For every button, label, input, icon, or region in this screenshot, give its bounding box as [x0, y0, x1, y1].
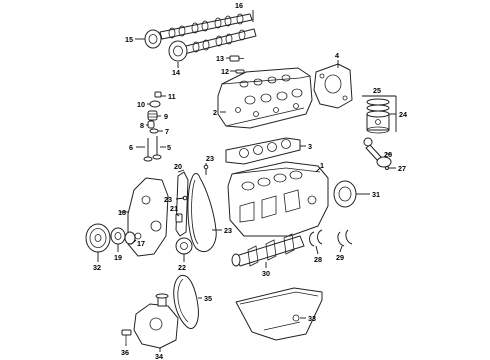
callout-25: 25 — [373, 86, 381, 95]
bolt-36[interactable] — [121, 329, 132, 344]
camshaft-adjuster-15[interactable] — [144, 29, 162, 49]
callout-13: 13 — [216, 54, 224, 63]
callout-12: 12 — [221, 67, 229, 76]
callout-31: 31 — [372, 190, 380, 199]
callout-1: 1 — [320, 161, 324, 170]
main-bearings-28[interactable] — [309, 229, 323, 247]
head-gasket-3[interactable] — [225, 137, 301, 165]
tensioner-21[interactable] — [175, 213, 183, 223]
valve-5[interactable] — [152, 136, 162, 160]
callout-19: 19 — [114, 253, 122, 262]
valve-seal-8[interactable] — [147, 120, 155, 129]
camshaft-16[interactable] — [159, 13, 253, 40]
valve-keeper-11[interactable] — [154, 91, 162, 98]
timing-chain[interactable] — [187, 173, 217, 253]
bolt-23-upper[interactable] — [203, 164, 209, 175]
callout-18: 18 — [118, 208, 126, 217]
callout-4: 4 — [335, 51, 339, 60]
callout-34: 34 — [155, 352, 163, 360]
timing-case-18[interactable] — [127, 177, 169, 257]
callout-10: 10 — [137, 100, 145, 109]
callout-3: 3 — [308, 142, 312, 151]
callout-28: 28 — [314, 255, 322, 264]
callout-14: 14 — [172, 68, 180, 77]
callout-21: 21 — [170, 204, 178, 213]
callout-16: 16 — [235, 1, 243, 10]
callouts: 16 15 14 13 12 4 2 25 24 11 10 9 8 7 5 6… — [93, 1, 407, 360]
callout-27: 27 — [398, 164, 406, 173]
callout-24: 24 — [399, 110, 407, 119]
leader-lines — [97, 10, 397, 352]
damper-32[interactable] — [85, 223, 111, 253]
callout-6: 6 — [129, 143, 133, 152]
connecting-rod-26[interactable] — [363, 137, 392, 168]
callout-11: 11 — [168, 92, 176, 101]
callout-5: 5 — [167, 143, 171, 152]
cylinder-head-2[interactable] — [217, 67, 313, 129]
callout-15: 15 — [125, 35, 133, 44]
piston-rings-25[interactable] — [366, 98, 390, 112]
valve-spring-9[interactable] — [147, 110, 158, 121]
callout-20: 20 — [174, 162, 182, 171]
rear-seal-31[interactable] — [333, 180, 357, 208]
valve-seat-7[interactable] — [149, 128, 159, 134]
engine-block-1[interactable] — [227, 161, 329, 237]
rod-bolt-27[interactable] — [385, 166, 395, 170]
callout-7: 7 — [165, 127, 169, 136]
front-seal-17[interactable] — [124, 231, 136, 245]
callout-35: 35 — [204, 294, 212, 303]
thrust-bearings-29[interactable] — [337, 229, 353, 247]
valve-retainer-10[interactable] — [149, 100, 161, 108]
crank-sprocket-22[interactable] — [175, 237, 193, 255]
callout-17: 17 — [137, 239, 145, 248]
callout-8: 8 — [140, 121, 144, 130]
callout-23-upper: 23 — [206, 154, 214, 163]
callout-32: 32 — [93, 263, 101, 272]
piston-24[interactable] — [366, 110, 390, 134]
callout-2: 2 — [213, 108, 217, 117]
callout-23-lower: 23 — [224, 226, 232, 235]
drive-belt-35[interactable] — [173, 274, 199, 329]
oil-pan-33[interactable] — [235, 287, 323, 341]
camshaft-14[interactable] — [168, 28, 257, 62]
callout-23-mid: 23 — [164, 195, 172, 204]
callout-36: 36 — [121, 348, 129, 357]
timing-cover-4[interactable] — [313, 63, 353, 109]
callout-9: 9 — [164, 112, 168, 121]
oil-pump-34[interactable] — [133, 293, 179, 349]
sensor-13[interactable] — [229, 55, 244, 62]
callout-26: 26 — [384, 150, 392, 159]
callout-29: 29 — [336, 253, 344, 262]
callout-33: 33 — [308, 314, 316, 323]
bolt-12[interactable] — [235, 69, 245, 74]
crankshaft-30[interactable] — [231, 233, 305, 267]
valve-6[interactable] — [143, 138, 153, 162]
callout-30: 30 — [262, 269, 270, 278]
callout-22: 22 — [178, 263, 186, 272]
pulley-19[interactable] — [110, 227, 126, 245]
